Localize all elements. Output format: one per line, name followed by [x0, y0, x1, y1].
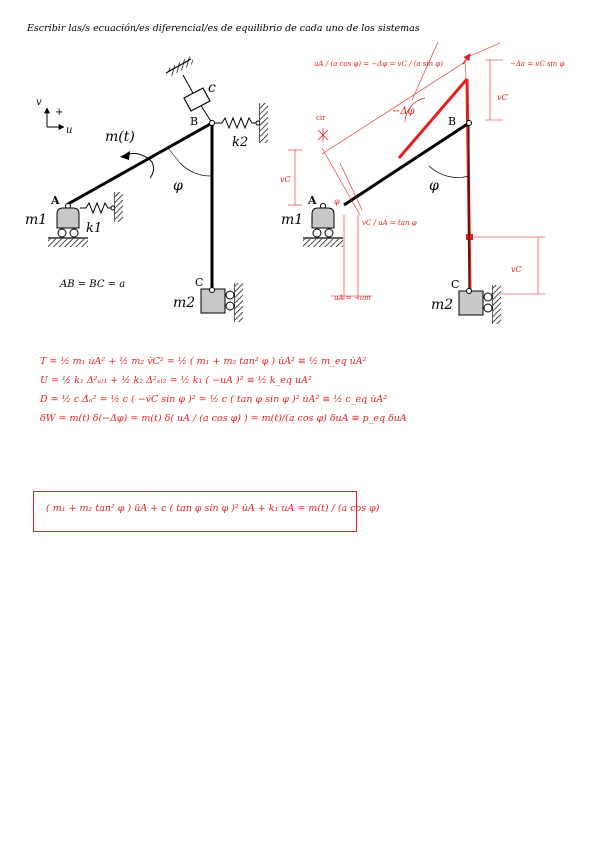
spring-k1 [80, 201, 113, 215]
moment-arrowhead [120, 151, 130, 160]
moment-label: m(t) [105, 129, 135, 145]
mass-m1-label: m1 [25, 212, 47, 228]
right-joint-c [466, 288, 472, 294]
right-point-c-label: C [451, 278, 459, 291]
roller-m2-1 [225, 290, 235, 300]
right-roller-m2-1 [483, 292, 493, 302]
tan-ratio-label: vC / uA = tan φ [362, 219, 417, 227]
potential-energy-equation: U = ½ k₁ Δ²ₑₗ₁ + ½ k₂ Δ²ₑₗ₂ = ½ k₁ ( −uA… [40, 375, 312, 386]
construction-line-a [339, 162, 363, 211]
right-mechanism: cir vC uA = −um vC uA / (a cos φ) = −Δφ … [280, 41, 565, 324]
equation-of-motion: ( m₁ + m₂ tan² φ ) üA + c ( tan φ sin φ … [46, 503, 380, 514]
damper-ground-line [165, 58, 192, 74]
damper-rod [199, 103, 213, 124]
angle-phi-label: φ [173, 178, 183, 194]
angle-reference-line [167, 147, 181, 164]
construction-line-b [321, 147, 361, 216]
delta-phi-arc [404, 97, 426, 123]
bar-ab [67, 121, 213, 206]
kinetic-energy-equation: T = ½ m₁ u̇A² + ½ m₂ v̇C² = ½ ( m₁ + m₂ … [40, 356, 367, 367]
k1-label: k1 [86, 221, 102, 236]
right-joint-b [466, 120, 472, 126]
damper-piston [182, 74, 194, 94]
mechanism-figures: v + u φ m(t) c k2 B A [25, 41, 565, 324]
right-mass-m1 [311, 207, 335, 229]
length-relation: AB = BC = a [59, 279, 125, 290]
kinematic-relation: uA / (a cos φ) = −Δφ = vC / (a sin φ) [314, 60, 443, 68]
energy-equations: T = ½ m₁ u̇A² + ½ m₂ v̇C² = ½ ( m₁ + m₂ … [40, 352, 407, 428]
wall-k2 [260, 103, 268, 143]
rotated-bar-ab [397, 78, 469, 159]
problem-statement: Escribir las/s ecuación/es diferencial/e… [27, 23, 420, 34]
roller-m2-2 [225, 301, 235, 311]
roller-2 [69, 228, 79, 238]
dissipation-equation: D = ½ c Δ̇ₐ² = ½ c ( −v̇C sin φ )² = ½ c… [40, 394, 388, 405]
virtual-work-equation: δW = m(t) δ(−Δφ) = m(t) δ( uA / (a cos φ… [40, 413, 407, 424]
right-roller-2 [324, 228, 334, 238]
point-a-label: A [50, 194, 60, 207]
damper-c-label: c [208, 80, 216, 96]
left-mechanism: v + u φ m(t) c k2 B A [25, 56, 268, 322]
right-wall-m2 [493, 285, 501, 324]
right-angle-arc [428, 165, 470, 178]
right-ground-m1 [303, 239, 343, 247]
moment-arrow [124, 153, 155, 179]
wall-m2 [235, 283, 243, 322]
right-point-a-label: A [307, 194, 317, 207]
right-roller-1 [312, 228, 322, 238]
wall-k1 [115, 192, 123, 222]
ground-m1 [48, 239, 88, 247]
point-c-label: C [195, 276, 203, 289]
positive-sign: + [55, 107, 63, 118]
point-b-label: B [190, 115, 198, 128]
bar-ab-original [343, 121, 470, 207]
displacement-arrow-b [462, 53, 471, 65]
cir-label: cir [316, 114, 326, 122]
vc-right-label: vC [497, 93, 508, 102]
right-mass-m2 [458, 290, 484, 316]
construction-line-d [411, 41, 439, 101]
mass-m1 [56, 207, 80, 229]
damper-cylinder [183, 87, 211, 112]
u-axis-label: u [66, 125, 72, 136]
right-roller-m2-2 [483, 303, 493, 313]
k2-label: k2 [232, 135, 248, 150]
mass-m2-label: m2 [173, 295, 195, 311]
mass-m2 [200, 288, 226, 314]
equation-of-motion-box: ( m₁ + m₂ tan² φ ) üA + c ( tan φ sin φ … [33, 491, 380, 532]
joint-b [209, 120, 215, 126]
uA-label: uA = −um [334, 294, 371, 302]
v-axis-label: v [36, 97, 42, 108]
vc-left-label: vC [280, 175, 291, 184]
angle-arc [179, 162, 213, 177]
right-angle-label: φ [429, 178, 439, 194]
delta-phi-label: −Δφ [392, 106, 415, 117]
angle-a-label: φ [334, 197, 340, 206]
right-mass-m2-label: m2 [431, 297, 453, 313]
instant-center-line [321, 61, 466, 155]
roller-1 [57, 228, 67, 238]
spring-k2 [215, 116, 258, 130]
delta-a-line [469, 42, 501, 57]
right-mass-m1-label: m1 [281, 212, 303, 228]
construction-line-c [464, 61, 470, 124]
joint-c [209, 287, 215, 293]
right-point-b-label: B [448, 115, 456, 128]
delta-a-label: −Δa = vC sin φ [510, 60, 565, 68]
vc-bottom-label: vC [511, 265, 522, 274]
